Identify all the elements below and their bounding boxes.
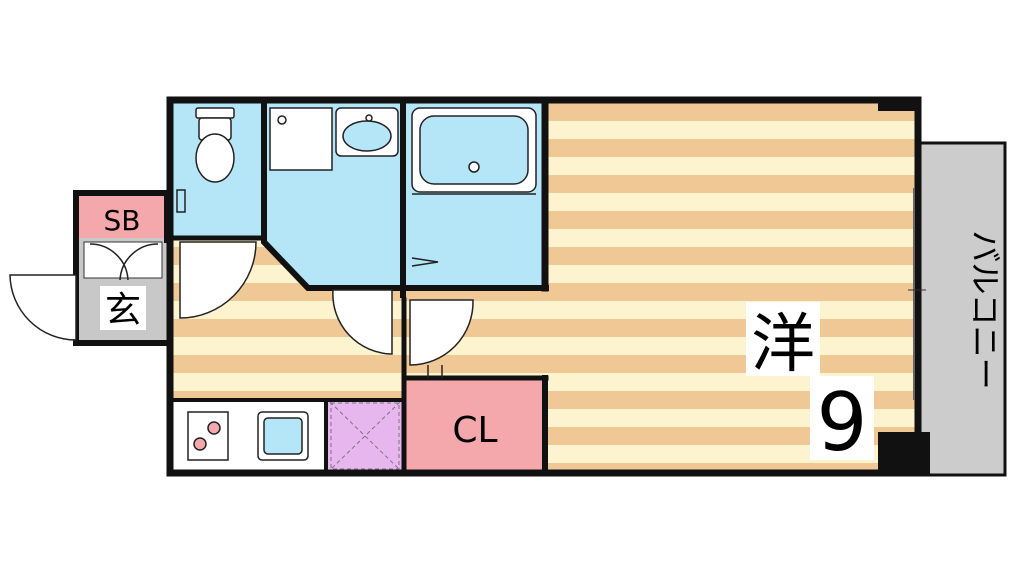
stove-icon: [187, 411, 229, 461]
entrance-label: 玄: [105, 290, 141, 331]
western-room-size: 9: [817, 376, 868, 469]
pillar: [878, 432, 930, 476]
bathtub-icon: [411, 107, 537, 195]
western-room-label: 洋: [751, 308, 815, 382]
entrance-label-bg: [100, 286, 146, 330]
closet-label: CL: [452, 410, 497, 451]
kitchen-sink-icon: [257, 411, 309, 461]
western-room-size-bg: [810, 376, 874, 460]
washbasin-icon: [335, 107, 399, 157]
closet-area: [405, 378, 547, 472]
laundry-space-cross: [329, 401, 401, 471]
balcony-label: バルコニー: [966, 230, 1004, 389]
toilet-icon: [176, 107, 235, 213]
laundry-space-cross: [329, 401, 401, 471]
washer-spot: [269, 107, 333, 171]
balcony-area: [918, 141, 1007, 477]
washer-drain: [277, 115, 287, 125]
doors: [9, 241, 474, 378]
storage-box-label: SB: [104, 204, 141, 237]
storage-box: [79, 196, 167, 238]
laundry-space-outline: [330, 402, 400, 470]
pillar: [878, 99, 920, 111]
western-room-label-bg: [746, 302, 820, 376]
entrance-step: [83, 241, 163, 279]
